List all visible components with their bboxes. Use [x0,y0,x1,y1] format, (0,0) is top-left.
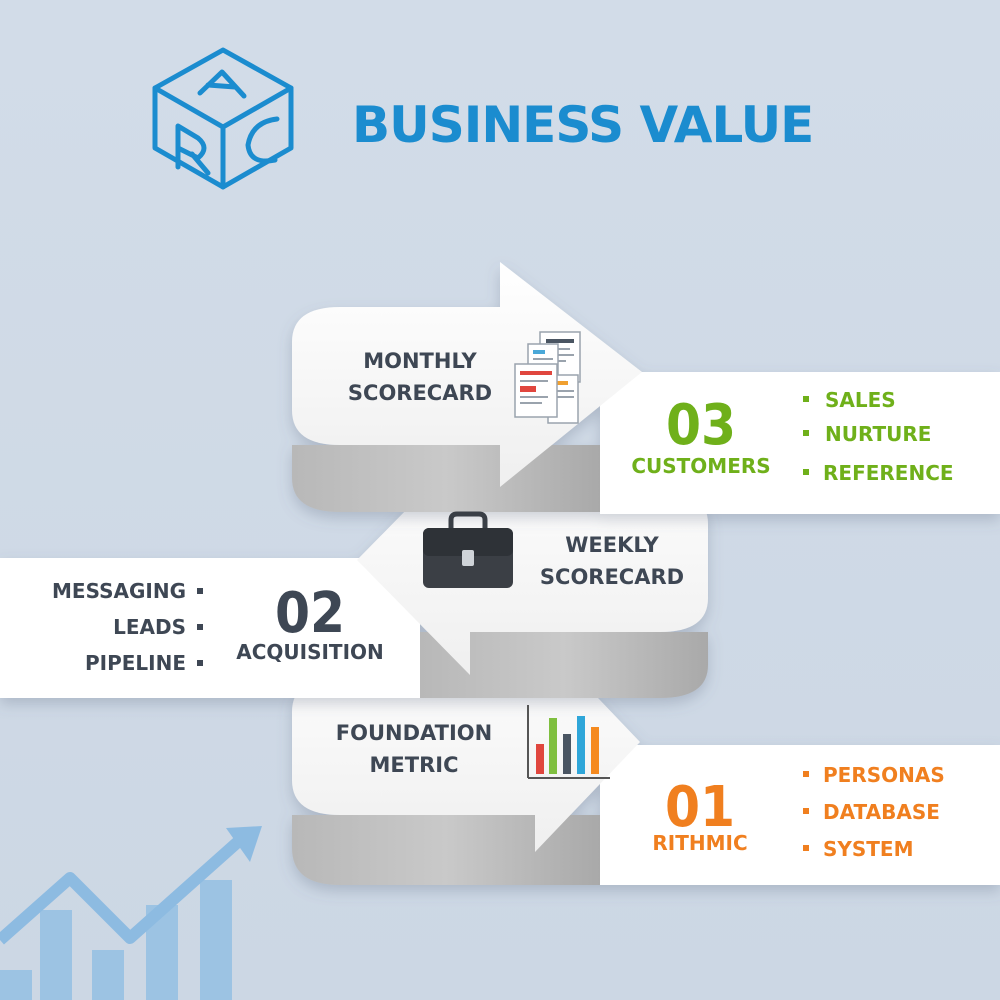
list-item: NURTURE [825,422,931,446]
step-label-line1: MONTHLY [363,349,477,373]
growth-chart-icon [0,826,262,1000]
step-number-03: 03 [666,393,736,458]
acquisition-list: MESSAGING LEADS PIPELINE [52,579,203,675]
step-label-line1: FOUNDATION [336,721,492,745]
customers-list: SALES NURTURE REFERENCE [803,388,954,485]
step-category-acquisition: ACQUISITION [236,640,384,664]
cube-logo-icon [152,47,294,190]
documents-icon [514,331,581,424]
bar-chart-icon [527,705,610,779]
list-item: REFERENCE [823,461,954,485]
band-customers [292,262,1000,514]
step-label-line2: SCORECARD [540,565,684,589]
list-item: MESSAGING [52,579,186,603]
step-label-line1: WEEKLY [565,533,659,557]
step-foundation-metric: FOUNDATION METRIC [336,721,492,777]
rithmic-list: PERSONAS DATABASE SYSTEM [803,763,945,861]
step-number-02: 02 [275,581,345,646]
list-item: DATABASE [823,800,940,824]
step-category-customers: CUSTOMERS [631,454,770,478]
list-item: PERSONAS [823,763,945,787]
list-item: SALES [825,388,896,412]
step-category-rithmic: RITHMIC [652,831,747,855]
list-item: PIPELINE [85,651,186,675]
list-item: LEADS [113,615,186,639]
page-title: BUSINESS VALUE [352,96,813,154]
step-weekly-scorecard: WEEKLY SCORECARD [540,533,684,589]
step-monthly-scorecard: MONTHLY SCORECARD [348,349,492,405]
briefcase-icon [423,511,513,588]
step-label-line2: METRIC [370,753,459,777]
step-number-01: 01 [665,775,735,840]
step-label-line2: SCORECARD [348,381,492,405]
list-item: SYSTEM [823,837,914,861]
